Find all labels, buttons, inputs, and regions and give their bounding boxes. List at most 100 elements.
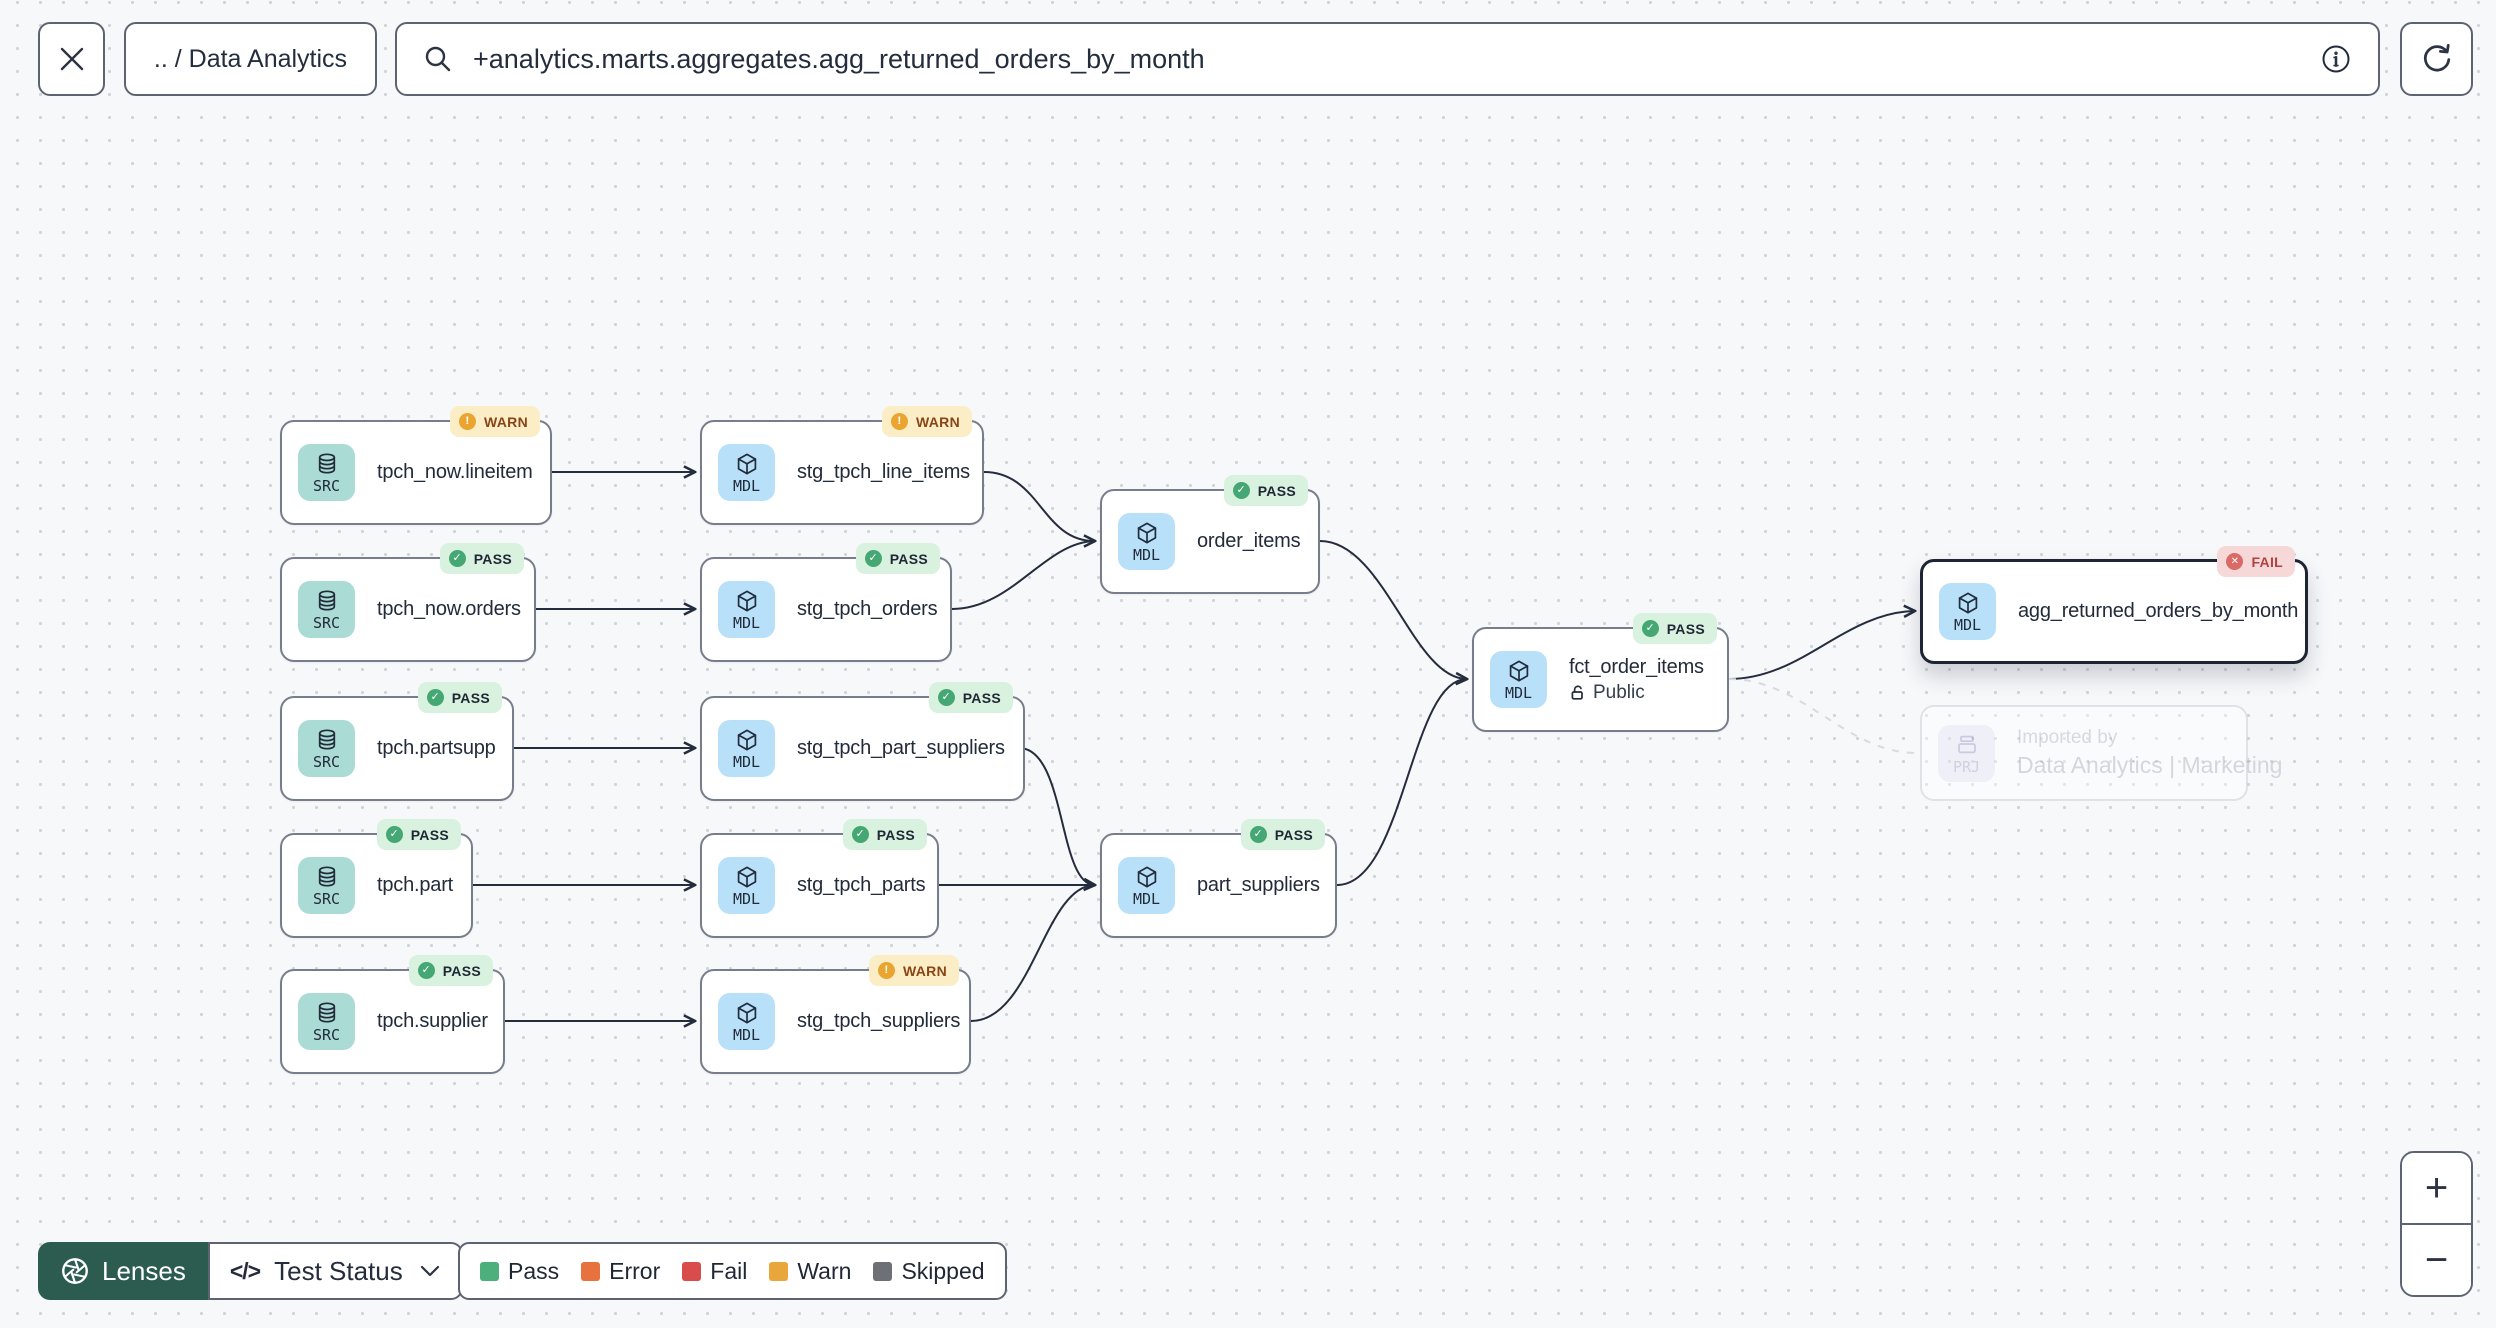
database-icon bbox=[318, 866, 335, 887]
source-type-tile: SRC bbox=[298, 993, 355, 1050]
status-badge: PASS bbox=[376, 819, 461, 850]
node-tpch_now-lineitem[interactable]: WARN SRC tpch_now.lineitem bbox=[280, 406, 552, 525]
legend-item-skipped: Skipped bbox=[873, 1258, 985, 1285]
test-status-legend: Pass Error Fail Warn Skipped bbox=[458, 1242, 1007, 1300]
warn-icon bbox=[878, 962, 896, 979]
search-icon bbox=[425, 46, 451, 72]
node-tpch_now-orders[interactable]: PASS SRC tpch_now.orders bbox=[280, 543, 536, 662]
search-input[interactable] bbox=[471, 42, 2320, 76]
status-badge: PASS bbox=[408, 955, 493, 986]
pass-icon bbox=[417, 962, 435, 979]
status-badge: WARN bbox=[869, 955, 959, 986]
status-badge: WARN bbox=[450, 406, 540, 437]
legend-item-warn: Warn bbox=[769, 1258, 851, 1285]
database-icon bbox=[318, 590, 335, 611]
model-type-tile: MDL bbox=[1939, 583, 1996, 640]
model-type-tile: MDL bbox=[1118, 857, 1175, 914]
legend-item-error: Error bbox=[581, 1258, 660, 1285]
model-type-tile: MDL bbox=[718, 581, 775, 638]
cube-icon bbox=[737, 729, 756, 751]
lenses-aperture-icon bbox=[62, 1258, 88, 1284]
status-badge: FAIL bbox=[2217, 546, 2295, 577]
lens-dropdown[interactable]: </> Test Status bbox=[207, 1242, 463, 1300]
close-icon bbox=[60, 47, 83, 71]
status-badge: PASS bbox=[1240, 819, 1325, 850]
refresh-icon bbox=[2423, 44, 2450, 72]
breadcrumb[interactable]: .. / Data Analytics bbox=[124, 22, 377, 96]
pass-icon bbox=[1232, 482, 1250, 499]
project-icon bbox=[1957, 735, 1976, 753]
status-badge: PASS bbox=[417, 682, 502, 713]
status-badge: WARN bbox=[882, 406, 972, 437]
pass-icon bbox=[937, 689, 955, 706]
status-badge: PASS bbox=[842, 819, 927, 850]
model-type-tile: MDL bbox=[718, 720, 775, 777]
cube-icon bbox=[737, 1002, 756, 1024]
model-type-tile: MDL bbox=[1490, 651, 1547, 708]
pass-icon bbox=[851, 826, 869, 843]
node-imported-by-project[interactable]: PRJ Imported by Data Analytics | Marketi… bbox=[1920, 705, 2282, 801]
database-icon bbox=[318, 729, 335, 750]
node-order_items[interactable]: PASS MDL order_items bbox=[1100, 475, 1320, 594]
node-tpch-part[interactable]: PASS SRC tpch.part bbox=[280, 819, 473, 938]
zoom-out-button[interactable]: − bbox=[2402, 1225, 2471, 1295]
database-icon bbox=[318, 1002, 335, 1023]
lens-selector: Lenses </> Test Status bbox=[38, 1242, 463, 1300]
cube-icon bbox=[737, 590, 756, 612]
chevron-down-icon bbox=[420, 1265, 439, 1277]
database-icon bbox=[318, 453, 335, 474]
node-tpch-partsupp[interactable]: PASS SRC tpch.partsupp bbox=[280, 682, 514, 801]
source-type-tile: SRC bbox=[298, 720, 355, 777]
warn-icon bbox=[891, 413, 909, 430]
node-part_suppliers[interactable]: PASS MDL part_suppliers bbox=[1100, 819, 1337, 938]
source-type-tile: SRC bbox=[298, 444, 355, 501]
status-badge: PASS bbox=[439, 543, 524, 574]
node-stg_tpch_part_suppliers[interactable]: PASS MDL stg_tpch_part_suppliers bbox=[700, 682, 1025, 801]
pass-icon bbox=[1249, 826, 1267, 843]
lenses-button[interactable]: Lenses bbox=[38, 1242, 208, 1300]
zoom-control: + − bbox=[2400, 1151, 2473, 1297]
node-fct_order_items[interactable]: PASS MDL fct_order_items Public bbox=[1472, 613, 1729, 732]
warn-icon bbox=[459, 413, 477, 430]
cube-icon bbox=[737, 453, 756, 475]
refresh-button[interactable] bbox=[2400, 22, 2473, 96]
model-type-tile: MDL bbox=[718, 857, 775, 914]
cube-icon bbox=[1137, 522, 1156, 544]
pass-swatch bbox=[480, 1261, 499, 1281]
legend-item-fail: Fail bbox=[682, 1258, 747, 1285]
node-stg_tpch_suppliers[interactable]: WARN MDL stg_tpch_suppliers bbox=[700, 955, 971, 1074]
zoom-in-button[interactable]: + bbox=[2402, 1153, 2471, 1225]
status-badge: PASS bbox=[1632, 613, 1717, 644]
node-stg_tpch_orders[interactable]: PASS MDL stg_tpch_orders bbox=[700, 543, 952, 662]
pass-icon bbox=[385, 826, 403, 843]
project-type-tile: PRJ bbox=[1938, 724, 1995, 782]
node-stg_tpch_parts[interactable]: PASS MDL stg_tpch_parts bbox=[700, 819, 939, 938]
status-badge: PASS bbox=[928, 682, 1013, 713]
node-agg_returned_orders_by_month[interactable]: FAIL MDL agg_returned_orders_by_month bbox=[1920, 546, 2308, 664]
lock-open-icon bbox=[1571, 685, 1583, 700]
access-line: Public bbox=[1569, 682, 1704, 704]
node-tpch-supplier[interactable]: PASS SRC tpch.supplier bbox=[280, 955, 505, 1074]
info-icon[interactable] bbox=[2320, 43, 2352, 75]
cube-icon bbox=[737, 866, 756, 888]
model-type-tile: MDL bbox=[1118, 513, 1175, 570]
pass-icon bbox=[1641, 620, 1659, 637]
fail-icon bbox=[2226, 553, 2244, 570]
code-icon: </> bbox=[229, 1257, 261, 1284]
skipped-swatch bbox=[873, 1261, 893, 1281]
node-stg_tpch_line_items[interactable]: WARN MDL stg_tpch_line_items bbox=[700, 406, 984, 525]
close-button[interactable] bbox=[38, 22, 105, 96]
cube-icon bbox=[1509, 660, 1528, 682]
source-type-tile: SRC bbox=[298, 581, 355, 638]
warn-swatch bbox=[769, 1261, 789, 1281]
pass-icon bbox=[864, 550, 882, 567]
model-type-tile: MDL bbox=[718, 993, 775, 1050]
status-badge: PASS bbox=[855, 543, 940, 574]
error-swatch bbox=[581, 1261, 601, 1281]
search-bar bbox=[395, 22, 2380, 96]
pass-icon bbox=[426, 689, 444, 706]
status-badge: PASS bbox=[1223, 475, 1308, 506]
pass-icon bbox=[448, 550, 466, 567]
